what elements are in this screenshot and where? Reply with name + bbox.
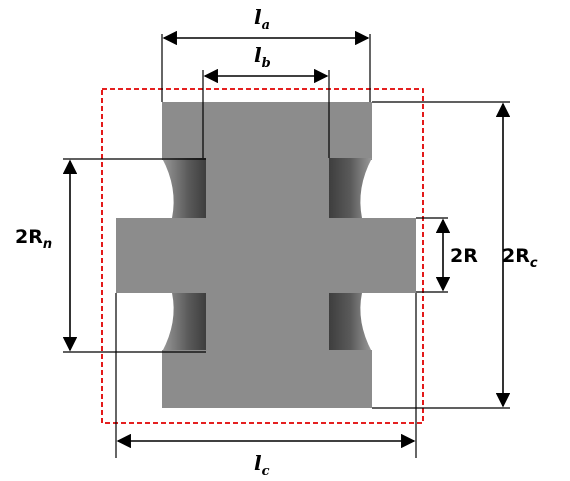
rn-dimension: 2Rn bbox=[15, 158, 206, 353]
rc-label: 2Rc bbox=[502, 245, 538, 271]
bottom-block bbox=[162, 350, 372, 408]
bottom-neck-right bbox=[329, 293, 372, 352]
lb-dimension: lb bbox=[202, 43, 330, 158]
lb-label: lb bbox=[254, 43, 271, 71]
lc-dimension: lc bbox=[115, 293, 417, 479]
la-dimension: la bbox=[161, 5, 371, 102]
bounding-box bbox=[101, 88, 424, 424]
bottom-neck-left bbox=[162, 293, 206, 352]
r-dimension: 2R bbox=[416, 217, 478, 293]
top-neck-right bbox=[329, 158, 372, 218]
lc-label: lc bbox=[254, 451, 270, 479]
la-label: la bbox=[254, 5, 270, 33]
rc-dimension: 2Rc bbox=[372, 101, 538, 409]
rn-label: 2Rn bbox=[15, 226, 52, 252]
r-label: 2R bbox=[450, 245, 478, 267]
top-neck-left bbox=[162, 158, 206, 218]
horizontal-bar bbox=[116, 218, 416, 293]
specimen-shape bbox=[116, 102, 416, 408]
